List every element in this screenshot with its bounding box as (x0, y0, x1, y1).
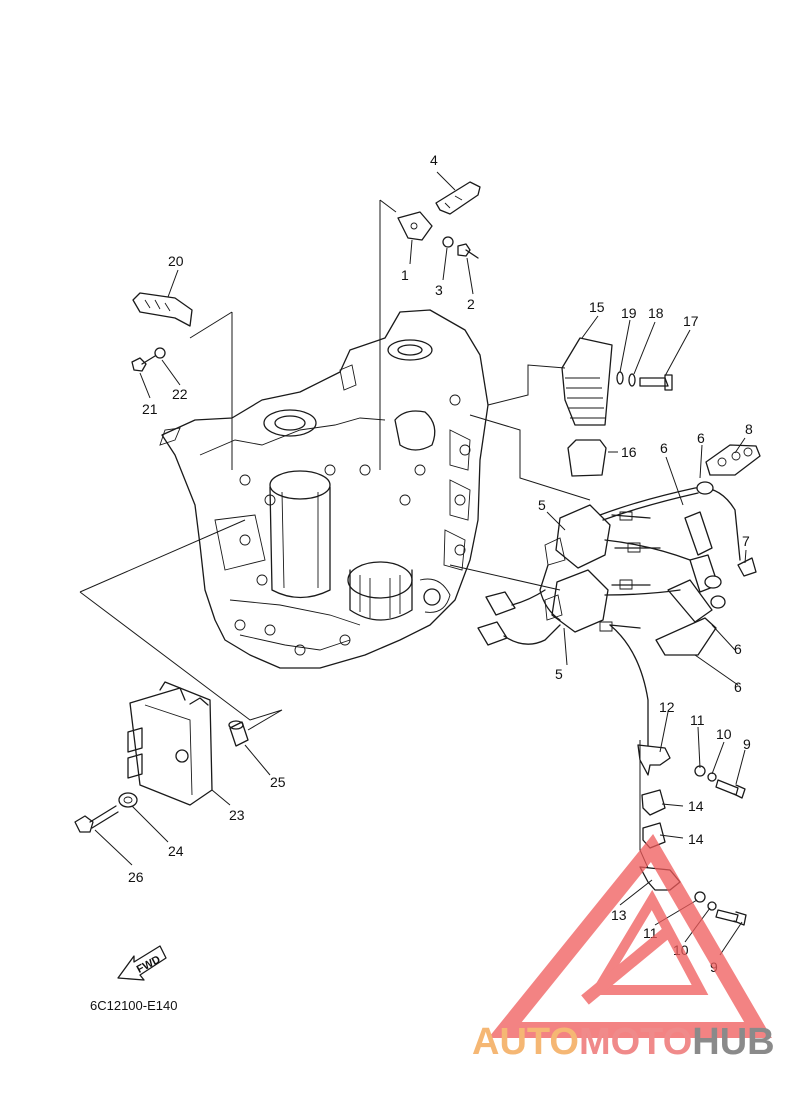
wm-word-hub: HUB (692, 1021, 774, 1063)
part-26-bolt (74, 805, 119, 833)
callout-6-c: 6 (734, 641, 742, 657)
part-10-washer-upper (707, 772, 717, 782)
svg-text:AUTOMOTOHUB: AUTOMOTOHUB (472, 1021, 775, 1063)
callout-17: 17 (683, 313, 699, 329)
part-9-bolt-upper (715, 779, 746, 799)
part-18-washer (628, 373, 636, 387)
fwd-arrow-icon: FWD (117, 945, 167, 981)
callout-11-a: 11 (690, 712, 705, 728)
part-24-grommet (118, 792, 138, 808)
callout-7: 7 (742, 533, 750, 549)
harness-connectors (477, 564, 649, 761)
callout-21: 21 (142, 401, 158, 417)
engine-block (159, 309, 489, 669)
part-23-cdi-unit (127, 681, 213, 806)
callout-4: 4 (430, 152, 438, 168)
part-6-plug-cables (599, 481, 741, 656)
callout-16: 16 (621, 444, 637, 460)
wm-triangle-slash (581, 925, 674, 1005)
part-21-bolt (131, 355, 156, 372)
part-9-bolt-lower (715, 909, 747, 926)
callout-13: 13 (611, 907, 627, 923)
callout-24: 24 (168, 843, 184, 859)
leader-lines (94, 171, 747, 956)
part-14-clamp-upper (641, 789, 666, 816)
part-25-collar (228, 720, 249, 747)
part-11-washer-lower (694, 891, 706, 903)
part-7-clip (737, 557, 757, 577)
part-22-washer (154, 347, 166, 359)
callout-6-d: 6 (734, 679, 742, 695)
callout-18: 18 (648, 305, 664, 321)
part-17-bolt (639, 374, 673, 391)
callout-9-a: 9 (743, 736, 751, 752)
part-2-bolt (457, 243, 479, 259)
callout-23: 23 (229, 807, 245, 823)
callout-3: 3 (435, 282, 443, 298)
drawing-code: 6C12100-E140 (90, 998, 177, 1013)
callout-5-a: 5 (538, 497, 546, 513)
fwd-label: FWD (135, 953, 163, 975)
reference-lines (79, 199, 649, 869)
watermark-triangle-icon (488, 833, 772, 1038)
wm-word-auto: AUTO (472, 1021, 579, 1063)
watermark-logo: AUTOMOTOHUB (472, 833, 775, 1063)
wm-word-moto: MOTO (579, 1021, 692, 1063)
callout-15: 15 (589, 299, 605, 315)
callout-19: 19 (621, 305, 637, 321)
callout-22: 22 (172, 386, 188, 402)
part-10-washer-lower (707, 901, 717, 911)
callout-labels: 4 1 3 2 20 21 22 15 19 18 17 16 6 6 8 5 … (128, 152, 753, 975)
callout-8: 8 (745, 421, 753, 437)
callout-6-b: 6 (660, 440, 668, 456)
part-15-heatsink (561, 337, 613, 426)
part-19-washer (616, 371, 624, 385)
part-8-grommet (705, 444, 761, 476)
part-16-cover (567, 439, 607, 477)
callout-20: 20 (168, 253, 184, 269)
part-20-bracket (132, 292, 193, 327)
part-3-washer (442, 236, 454, 248)
part-1-clamp (397, 211, 433, 241)
part-4-bracket (435, 181, 481, 215)
part-12-bracket (637, 744, 671, 776)
callout-14-a: 14 (688, 798, 704, 814)
callout-6-a: 6 (697, 430, 705, 446)
callout-10-a: 10 (716, 726, 732, 742)
wm-triangle-outer (488, 833, 772, 1038)
callout-12: 12 (659, 699, 675, 715)
callout-14-b: 14 (688, 831, 704, 847)
callout-25: 25 (270, 774, 286, 790)
callout-26: 26 (128, 869, 144, 885)
callout-5-b: 5 (555, 666, 563, 682)
callout-1: 1 (401, 267, 409, 283)
wm-triangle-inner (589, 889, 709, 995)
callout-2: 2 (467, 296, 475, 312)
part-5-ignition-coils (544, 504, 611, 633)
